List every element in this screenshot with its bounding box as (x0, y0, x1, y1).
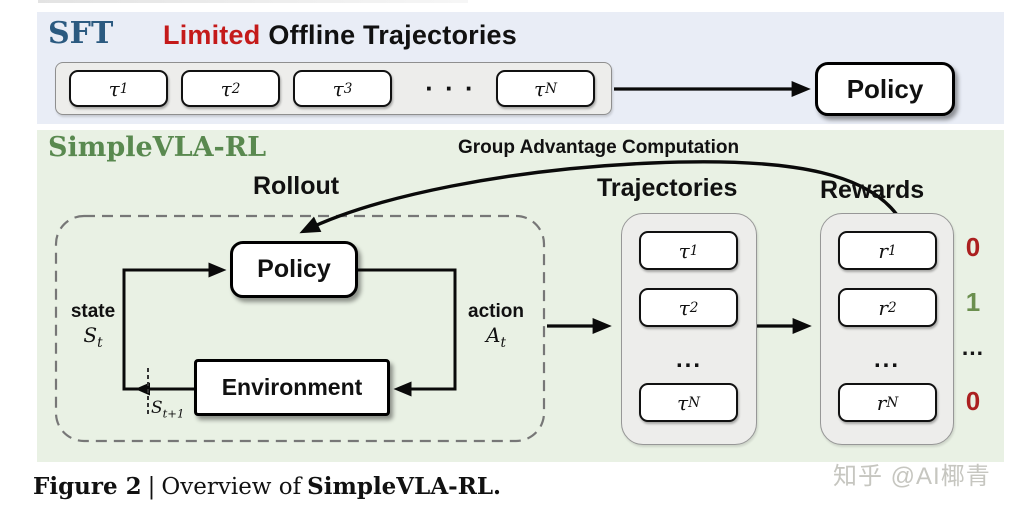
ellipsis: · · · (425, 73, 476, 103)
reward-value: 0 (965, 386, 981, 416)
watermark: 知乎 @AI椰青 (833, 463, 991, 490)
state-label: state St (70, 301, 116, 351)
next-state-symbol: St+1 (151, 398, 185, 421)
caption-separator: | (147, 474, 156, 500)
rewards-title: Rewards (820, 176, 925, 204)
caption-figure-label: Figure 2 (33, 473, 142, 500)
rollout-title: Rollout (253, 172, 340, 200)
crop-artifact (38, 0, 468, 3)
sft-title-rest: Offline Trajectories (268, 20, 517, 50)
sft-section-label: SFT (48, 16, 114, 51)
rollout-policy-box: Policy (230, 241, 358, 298)
ellipsis: ... (675, 346, 702, 373)
caption-text: Overview of (161, 474, 302, 500)
reward-value: 1 (965, 287, 981, 317)
sft-policy-box: Policy (815, 62, 955, 116)
rl-section-label: SimpleVLA-RL (48, 132, 267, 163)
reward-value-ellipsis: ... (961, 334, 985, 360)
sft-title-highlight: Limited (163, 20, 261, 50)
group-advantage-label: Group Advantage Computation (458, 137, 740, 158)
trajectories-title: Trajectories (597, 174, 738, 202)
action-label: action At (468, 301, 524, 351)
reward-value: 0 (965, 232, 981, 262)
caption-subject: SimpleVLA-RL. (307, 473, 502, 500)
ellipsis: ... (873, 346, 900, 373)
environment-box: Environment (194, 359, 390, 416)
